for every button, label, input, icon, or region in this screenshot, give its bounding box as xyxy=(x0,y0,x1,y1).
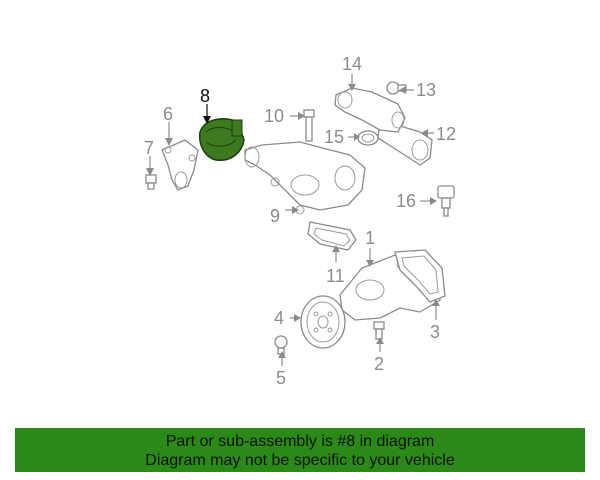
part-5-bolt[interactable] xyxy=(274,335,288,355)
part-13-bolt[interactable] xyxy=(386,81,407,95)
callout-1[interactable]: 1 xyxy=(365,228,375,248)
part-15-o-ring[interactable] xyxy=(357,130,379,146)
callout-5[interactable]: 5 xyxy=(276,368,286,388)
part-11-gasket[interactable] xyxy=(307,221,357,251)
part-14-pipe[interactable] xyxy=(334,87,406,133)
leader-lines xyxy=(146,74,440,366)
part-7-bolt[interactable] xyxy=(145,174,157,190)
callout-2[interactable]: 2 xyxy=(374,354,384,374)
part-2-bolt[interactable] xyxy=(373,321,385,340)
callout-7[interactable]: 7 xyxy=(144,138,154,158)
callout-8[interactable]: 8 xyxy=(200,86,210,106)
part-8-thermostat[interactable] xyxy=(198,118,245,161)
part-6-thermostat-housing[interactable] xyxy=(161,139,199,191)
banner-line-1: Part or sub-assembly is #8 in diagram xyxy=(165,433,435,450)
callout-15[interactable]: 15 xyxy=(324,127,344,147)
parts-diagram: 8 6 7 10 14 13 15 12 16 9 11 1 3 4 5 2 xyxy=(144,54,456,388)
callout-14[interactable]: 14 xyxy=(342,54,362,74)
callout-10[interactable]: 10 xyxy=(264,106,284,126)
part-10-bolt[interactable] xyxy=(303,109,315,142)
part-9-water-outlet[interactable] xyxy=(244,141,366,215)
callout-16[interactable]: 16 xyxy=(396,191,416,211)
part-4-pulley[interactable] xyxy=(300,295,346,349)
callout-9[interactable]: 9 xyxy=(270,206,280,226)
callout-6[interactable]: 6 xyxy=(163,104,173,124)
callout-4[interactable]: 4 xyxy=(274,308,284,328)
info-banner: Part or sub-assembly is #8 in diagram Di… xyxy=(15,428,585,472)
callout-labels: 8 6 7 10 14 13 15 12 16 9 11 1 3 4 5 2 xyxy=(144,54,456,388)
banner-line-2: Diagram may not be specific to your vehi… xyxy=(145,452,455,469)
part-3-gasket[interactable] xyxy=(394,249,446,303)
callout-11[interactable]: 11 xyxy=(326,266,345,286)
callout-3[interactable]: 3 xyxy=(430,322,440,342)
part-16-sensor[interactable] xyxy=(437,185,455,217)
callout-12[interactable]: 12 xyxy=(436,124,456,144)
callout-13[interactable]: 13 xyxy=(416,80,436,100)
